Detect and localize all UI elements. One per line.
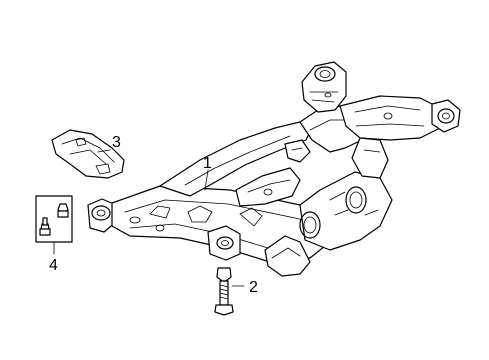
callout-1: 1 <box>203 155 212 172</box>
leader-line-1 <box>204 169 209 191</box>
leader-line-3 <box>97 149 111 153</box>
hardware-kit-part-4 <box>35 195 73 243</box>
bracket-part-3 <box>51 129 125 179</box>
rear-crossmember-subframe <box>87 61 461 277</box>
callout-2: 2 <box>249 279 258 296</box>
callout-4: 4 <box>49 257 58 274</box>
callout-3: 3 <box>112 134 121 151</box>
bolt-part-2 <box>214 267 234 316</box>
